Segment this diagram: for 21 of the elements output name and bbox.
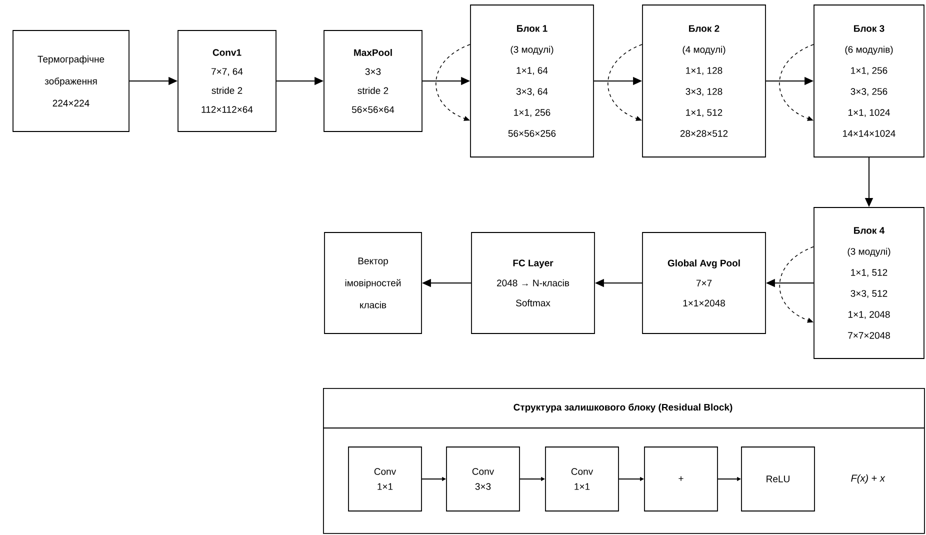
- output-box: Вектор імовірностей класів: [324, 232, 422, 334]
- layer-box: FC Layer 2048 → N-класів Softmax: [471, 232, 595, 334]
- block-box: Блок 3 (6 модулів) 1×1, 256 3×3, 256 1×1, 1024 14×14×1024: [814, 4, 924, 158]
- input-box: Термографічне зображення 224×224: [12, 30, 130, 132]
- layer-box: Global Avg Pool 7×7 1×1×2048: [642, 232, 766, 334]
- layer-box: Conv 1×1: [545, 446, 619, 512]
- formula-label: F(x) + x: [851, 474, 886, 484]
- panel-title: Структура залишкового блоку (Residual Block): [514, 404, 732, 412]
- block-box: Блок 1 (3 модулі) 1×1, 64 3×3, 64 1×1, 256 56×56×256: [470, 4, 594, 158]
- arrow: [779, 246, 814, 323]
- arrow: [779, 44, 814, 121]
- block-box: Блок 2 (4 модулі) 1×1, 128 3×3, 128 1×1, 512 28×28×512: [642, 4, 766, 158]
- layer-box: MaxPool 3×3 stride 2 56×56×64: [324, 30, 422, 132]
- arrow: [436, 44, 470, 121]
- activation-box: ReLU: [741, 446, 815, 512]
- layer-box: Conv 3×3: [446, 446, 520, 512]
- layer-box: Conv 1×1: [348, 446, 422, 512]
- arrow: [608, 44, 642, 121]
- layer-box: Conv1 7×7, 64 stride 2 112×112×64: [178, 30, 276, 132]
- block-box: Блок 4 (3 модулі) 1×1, 512 3×3, 512 1×1, 2048 7×7×2048: [814, 207, 924, 359]
- operation-box: +: [644, 446, 718, 512]
